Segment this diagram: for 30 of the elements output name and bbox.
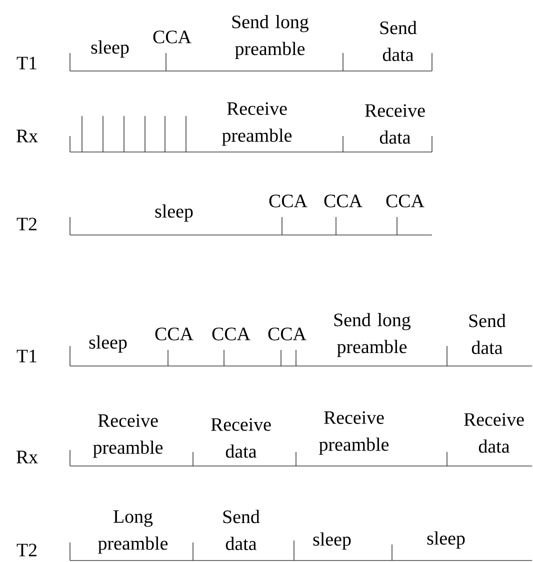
row-label: T1 xyxy=(16,350,36,362)
phase-label: Receive data xyxy=(211,418,271,458)
row-label: T2 xyxy=(16,544,36,556)
phase-label: Receive data xyxy=(464,413,524,453)
row-label: T2 xyxy=(16,218,36,230)
phase-label: Receive data xyxy=(365,104,425,144)
phase-label: sleep xyxy=(89,335,127,353)
phase-label: Send data xyxy=(380,20,417,62)
phase-label: CCA xyxy=(269,194,308,208)
phase-label: Receive preamble xyxy=(93,414,163,458)
phase-label: sleep xyxy=(427,531,465,549)
phase-label: CCA xyxy=(324,194,362,208)
phase-label: CCA xyxy=(268,328,306,340)
phase-label: sleep xyxy=(313,532,351,550)
phase-label: Long preamble xyxy=(98,510,168,554)
row-label: Rx xyxy=(16,130,38,142)
phase-label: CCA xyxy=(153,30,192,44)
phase-label: CCA xyxy=(155,328,194,340)
phase-label: Send data xyxy=(469,314,506,354)
phase-label: Receive preamble xyxy=(222,102,292,146)
phase-label: Receive preamble xyxy=(319,411,389,455)
row-label: T1 xyxy=(16,56,36,70)
phase-label: Send long preamble xyxy=(334,312,411,358)
phase-label: Send long preamble xyxy=(232,14,309,60)
phase-label: CCA xyxy=(212,328,250,340)
phase-label: Send data xyxy=(223,510,260,550)
phase-label: CCA xyxy=(386,194,424,208)
phase-label: sleep xyxy=(91,40,129,58)
row-label: Rx xyxy=(16,450,38,464)
phase-label: sleep xyxy=(155,204,193,222)
